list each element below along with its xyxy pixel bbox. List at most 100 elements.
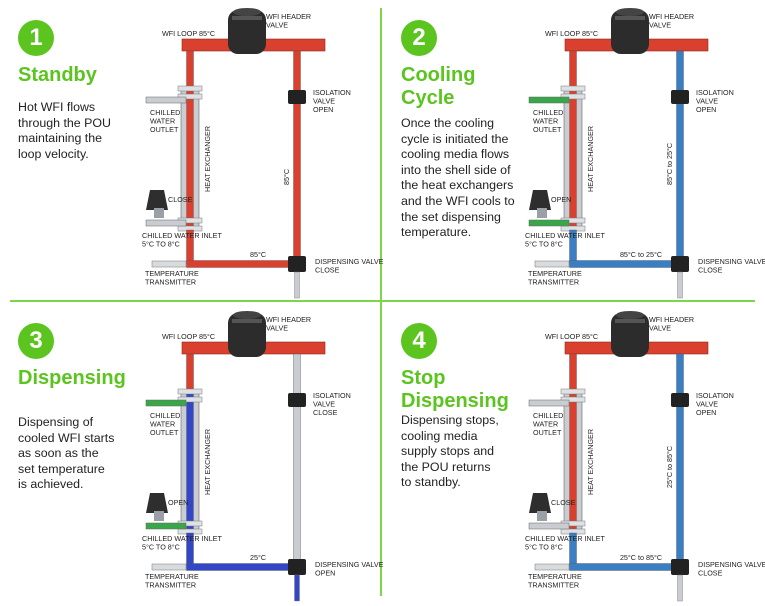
temperature-transmitter bbox=[534, 260, 570, 268]
bottom-temperature-label: 25°C bbox=[250, 553, 266, 562]
bottom-pipe bbox=[186, 260, 301, 268]
chilled-water-inlet-pipe bbox=[145, 219, 187, 227]
bottom-temperature-label: 25°C to 85°C bbox=[620, 553, 662, 562]
wfi-loop-label: WFI LOOP 85°C bbox=[545, 332, 598, 341]
bottom-temperature-label: 85°C bbox=[250, 250, 266, 259]
heat-exchanger-tube bbox=[186, 392, 194, 530]
wfi-loop-label: WFI LOOP 85°C bbox=[162, 332, 215, 341]
bottom-temperature-label: 85°C to 25°C bbox=[620, 250, 662, 259]
isolation-valve bbox=[671, 393, 689, 407]
chilled-water-inlet-pipe bbox=[145, 522, 187, 530]
valve-cap bbox=[616, 8, 644, 16]
step-description: Dispensing stops, cooling media supply s… bbox=[401, 413, 499, 490]
chilled-water-inlet-pipe bbox=[528, 219, 570, 227]
step-description: Hot WFI flows through the POU maintainin… bbox=[18, 100, 111, 161]
dispensing-valve bbox=[288, 256, 306, 272]
bottom-pipe bbox=[569, 260, 684, 268]
valve-body bbox=[537, 208, 547, 218]
hx-flange bbox=[177, 93, 203, 100]
dispensing-valve bbox=[671, 256, 689, 272]
hx-flange bbox=[560, 396, 586, 403]
coolant-control-valve bbox=[529, 493, 551, 513]
coolant-control-valve bbox=[146, 493, 168, 513]
valve-detail bbox=[232, 16, 262, 20]
step-title: Cooling Cycle bbox=[401, 64, 476, 109]
coolant-valve-state: CLOSE bbox=[551, 498, 576, 507]
valve-detail bbox=[615, 319, 645, 323]
horizontal-divider bbox=[10, 300, 755, 302]
step-title: Dispensing bbox=[18, 367, 126, 389]
return-pipe bbox=[676, 50, 684, 265]
bottom-pipe bbox=[186, 563, 301, 571]
step-description: Dispensing of cooled WFI starts as soon … bbox=[18, 415, 115, 492]
coolant-valve-state: OPEN bbox=[551, 195, 571, 204]
valve-body bbox=[537, 511, 547, 521]
heat-exchanger-label: HEAT EXCHANGER bbox=[203, 429, 212, 495]
isolation-valve bbox=[671, 90, 689, 104]
heat-exchanger-tube bbox=[569, 89, 577, 227]
step-number-badge: 2 bbox=[401, 20, 437, 56]
valve-cap bbox=[233, 311, 261, 319]
coolant-control-valve bbox=[146, 190, 168, 210]
heat-exchanger-label: HEAT EXCHANGER bbox=[586, 126, 595, 192]
step-number-badge: 4 bbox=[401, 323, 437, 359]
valve-detail bbox=[615, 16, 645, 20]
hx-flange bbox=[177, 396, 203, 403]
temperature-transmitter bbox=[151, 563, 187, 571]
dispensing-outlet-pipe bbox=[677, 271, 683, 299]
heat-exchanger-label: HEAT EXCHANGER bbox=[203, 126, 212, 192]
step-description: Once the cooling cycle is initiated the … bbox=[401, 116, 515, 240]
vertical-temperature-label: 85°C bbox=[282, 169, 291, 185]
dispensing-valve bbox=[288, 559, 306, 575]
hx-flange bbox=[177, 85, 203, 92]
bottom-pipe bbox=[569, 563, 684, 571]
valve-body bbox=[154, 511, 164, 521]
chilled-water-outlet-pipe bbox=[528, 96, 570, 104]
wfi-header-valve bbox=[611, 10, 649, 54]
valve-detail bbox=[232, 319, 262, 323]
return-pipe bbox=[293, 50, 301, 265]
isolation-valve bbox=[288, 393, 306, 407]
step-title: Stop Dispensing bbox=[401, 367, 509, 412]
temperature-transmitter bbox=[151, 260, 187, 268]
wfi-header-valve bbox=[228, 10, 266, 54]
step-title: Standby bbox=[18, 64, 97, 86]
coolant-valve-state: OPEN bbox=[168, 498, 188, 507]
step-number-badge: 3 bbox=[18, 323, 54, 359]
valve-cap bbox=[233, 8, 261, 16]
vertical-divider bbox=[380, 8, 382, 596]
coolant-valve-state: CLOSE bbox=[168, 195, 193, 204]
dispensing-outlet-pipe bbox=[677, 574, 683, 602]
temperature-transmitter bbox=[534, 563, 570, 571]
return-pipe bbox=[676, 353, 684, 568]
heat-exchanger-tube bbox=[186, 89, 194, 227]
wfi-loop-label: WFI LOOP 85°C bbox=[545, 29, 598, 38]
wfi-header-valve bbox=[611, 313, 649, 357]
dispensing-outlet-pipe bbox=[294, 271, 300, 299]
step-number-badge: 1 bbox=[18, 20, 54, 56]
